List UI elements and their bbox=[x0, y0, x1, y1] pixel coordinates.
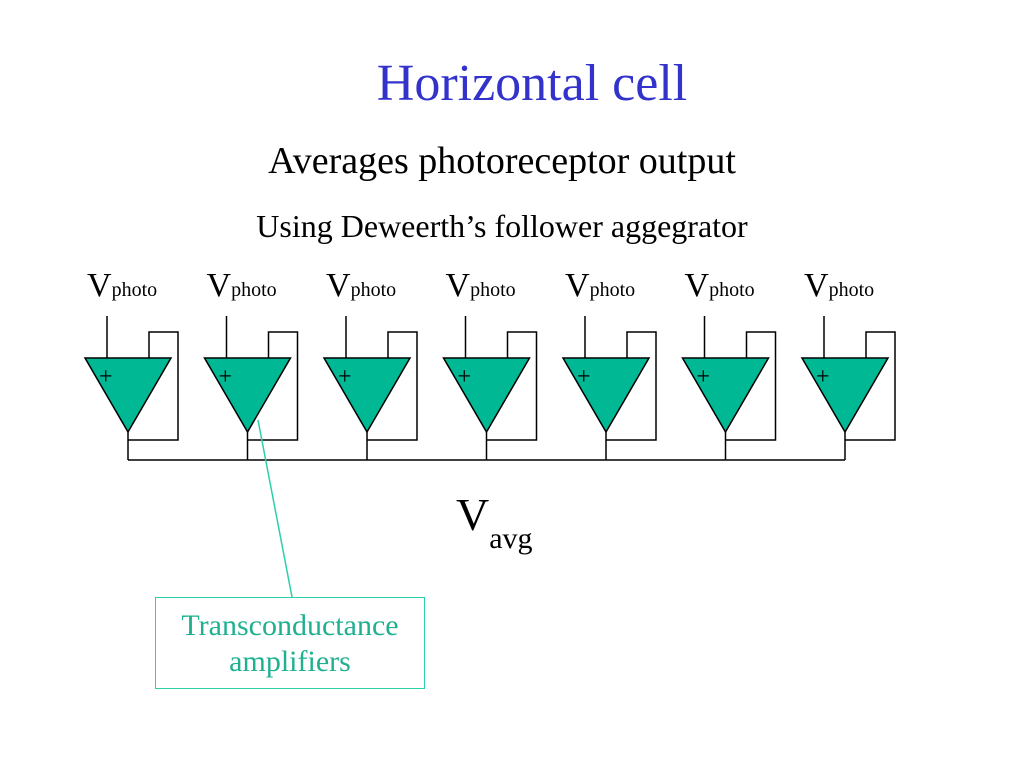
output-label-sub: avg bbox=[489, 522, 532, 555]
feedback-wire-3 bbox=[367, 331, 418, 441]
input-label-sub: photo bbox=[351, 279, 397, 301]
plus-sign-2: + bbox=[219, 364, 233, 390]
input-label-main: V bbox=[87, 267, 112, 304]
transconductance-callout: Transconductance amplifiers bbox=[155, 597, 425, 689]
input-label-sub: photo bbox=[829, 279, 875, 301]
input-label-sub: photo bbox=[709, 279, 755, 301]
slide-title: Horizontal cell bbox=[376, 55, 688, 112]
callout-line-1: Transconductance bbox=[181, 609, 399, 642]
slide-subtitle: Averages photoreceptor output bbox=[268, 140, 736, 182]
input-label-main: V bbox=[804, 267, 829, 304]
amplifier-2 bbox=[203, 357, 292, 434]
amplifier-5 bbox=[561, 357, 651, 434]
input-label-main: V bbox=[565, 267, 590, 304]
input-label-main: V bbox=[685, 267, 710, 304]
plus-sign-6: + bbox=[697, 364, 711, 390]
amplifier-6 bbox=[681, 357, 770, 434]
callout-leader-line bbox=[257, 419, 293, 598]
feedback-wire-2 bbox=[247, 331, 299, 441]
amplifier-7 bbox=[800, 357, 890, 434]
input-label-main: V bbox=[446, 267, 471, 304]
input-label-4: Vphoto bbox=[446, 267, 516, 304]
input-label-main: V bbox=[326, 267, 351, 304]
amplifier-4 bbox=[442, 357, 531, 434]
feedback-wire-4 bbox=[486, 331, 538, 441]
input-label-5: Vphoto bbox=[565, 267, 635, 304]
input-label-6: Vphoto bbox=[685, 267, 755, 304]
input-label-sub: photo bbox=[590, 279, 636, 301]
feedback-wire-5 bbox=[606, 331, 657, 441]
feedback-wire-7 bbox=[845, 331, 896, 441]
input-label-sub: photo bbox=[470, 279, 516, 301]
plus-sign-3: + bbox=[338, 364, 352, 390]
output-label-main: V bbox=[456, 489, 489, 540]
amplifier-1 bbox=[83, 357, 173, 434]
output-label: Vavg bbox=[456, 489, 533, 555]
input-label-3: Vphoto bbox=[326, 267, 396, 304]
callout-line-2: amplifiers bbox=[229, 645, 351, 678]
feedback-wire-1 bbox=[128, 331, 179, 441]
input-label-sub: photo bbox=[112, 279, 158, 301]
feedback-wire-6 bbox=[725, 331, 777, 441]
input-label-2: Vphoto bbox=[207, 267, 277, 304]
plus-sign-1: + bbox=[99, 364, 113, 390]
input-label-main: V bbox=[207, 267, 232, 304]
plus-sign-7: + bbox=[816, 364, 830, 390]
slide-subtitle-2: Using Deweerth’s follower aggegrator bbox=[256, 208, 748, 244]
input-label-1: Vphoto bbox=[87, 267, 157, 304]
input-label-7: Vphoto bbox=[804, 267, 874, 304]
plus-sign-4: + bbox=[458, 364, 472, 390]
input-label-sub: photo bbox=[231, 279, 277, 301]
amplifier-3 bbox=[322, 357, 412, 434]
plus-sign-5: + bbox=[577, 364, 591, 390]
